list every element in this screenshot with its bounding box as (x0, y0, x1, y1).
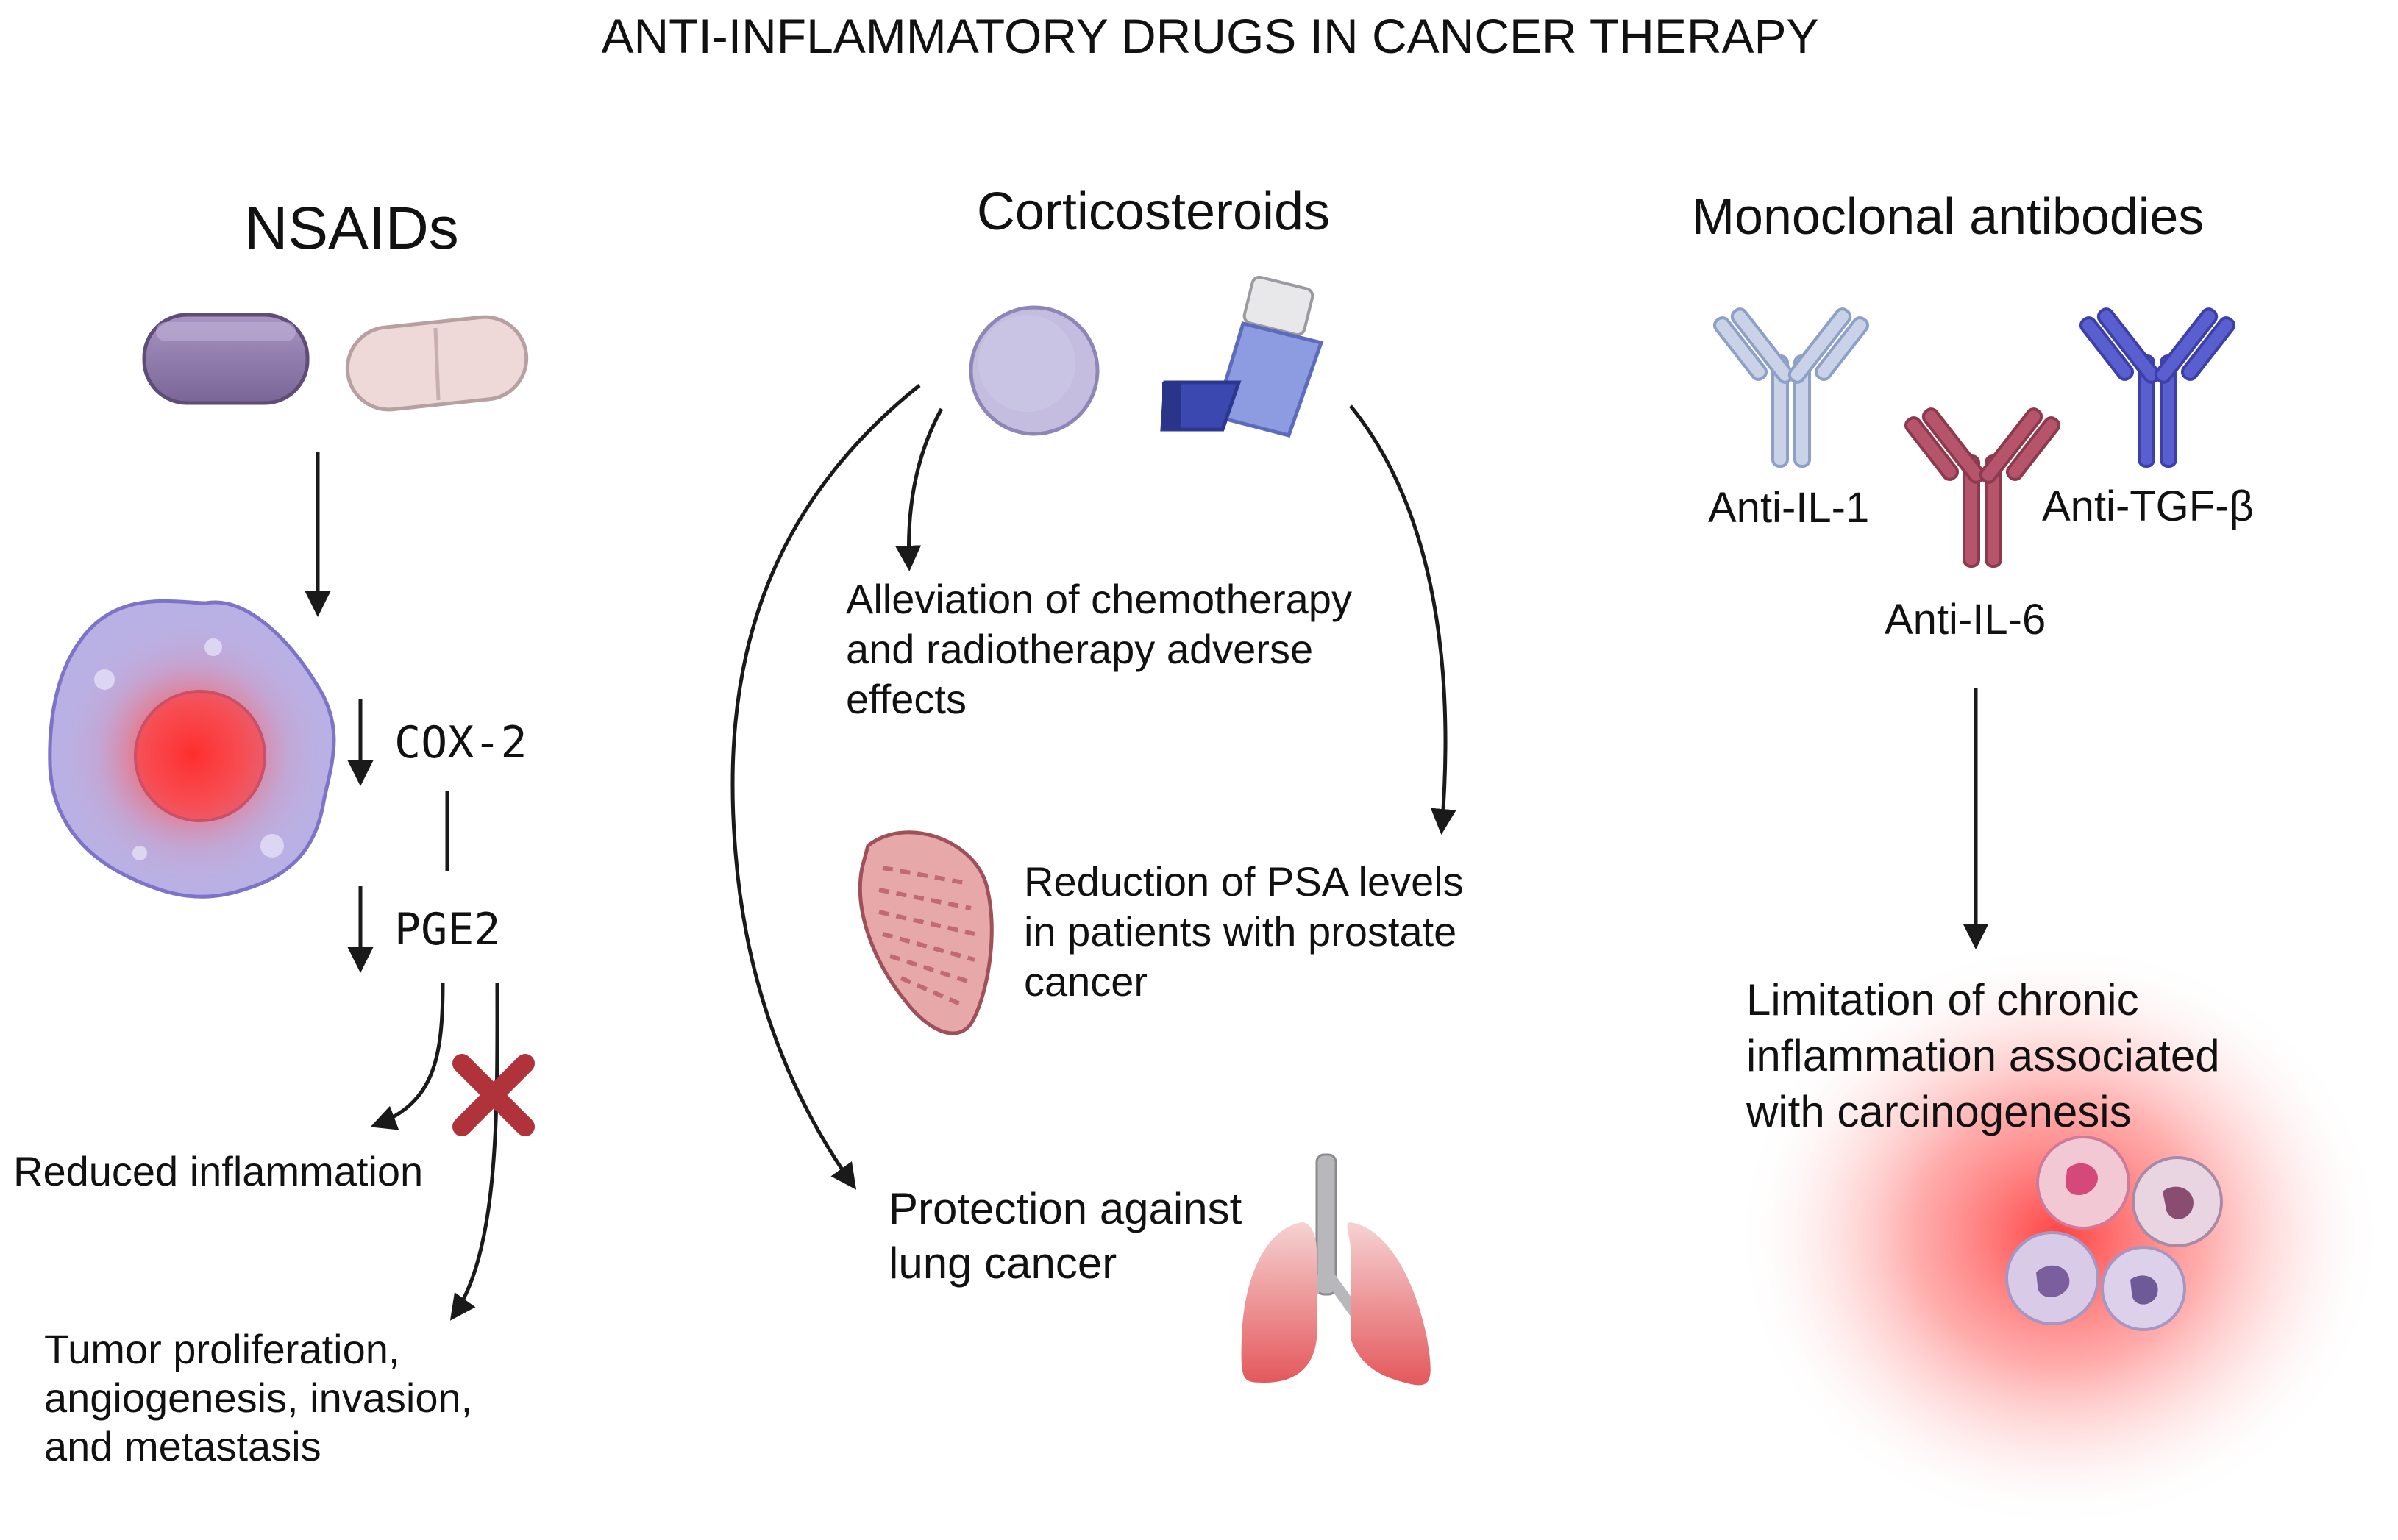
monoclonal-heading: Monoclonal antibodies (1692, 188, 2205, 245)
arrow-to-lung-cancer (730, 384, 921, 1190)
alleviation-line-3: effects (846, 676, 967, 722)
corticosteroids-heading: Corticosteroids (977, 182, 1330, 241)
psa-text: Reduction of PSA levels in patients with… (1024, 858, 1475, 1005)
alleviation-line-1: Alleviation of chemotherapy (846, 576, 1352, 622)
inhibition-x-icon (452, 1054, 535, 1136)
antibody-il1-icon (1712, 307, 1870, 468)
diagram-title: ANTI-INFLAMMATORY DRUGS IN CANCER THERAP… (601, 9, 1818, 63)
reduced-inflammation-label: Reduced inflammation (13, 1148, 423, 1194)
capsule-icon (142, 313, 310, 405)
alleviation-text: Alleviation of chemotherapy and radiothe… (846, 576, 1364, 722)
lung-line-1: Protection against (889, 1184, 1242, 1233)
arrow-to-alleviation (895, 407, 944, 571)
alleviation-line-2: and radiotherapy adverse (846, 626, 1313, 672)
limitation-text: Limitation of chronic inflammation assoc… (1746, 975, 2232, 1136)
psa-line-1: Reduction of PSA levels (1024, 858, 1464, 905)
psa-line-2: in patients with prostate (1024, 908, 1456, 955)
arrow-to-psa-reduction (1349, 404, 1456, 835)
psa-line-3: cancer (1024, 958, 1148, 1005)
nsaids-heading: NSAIDs (244, 195, 459, 262)
antibody-tgfb-icon (2079, 307, 2236, 468)
tumor-line-1: Tumor proliferation, (44, 1326, 399, 1372)
limitation-line-3: with carcinogenesis (1746, 1087, 2132, 1136)
anti-il6-label: Anti-IL-6 (1885, 596, 2046, 644)
prostate-icon (858, 830, 994, 1035)
limitation-line-2: inflammation associated (1746, 1031, 2220, 1080)
inflamed-cell-icon (48, 599, 336, 899)
arrow-to-reduced-inflammation (370, 982, 445, 1130)
lung-line-2: lung cancer (889, 1238, 1117, 1288)
cox2-label: COX-2 (394, 717, 527, 769)
round-tablet-icon (969, 305, 1100, 436)
arrow-to-tumor-proliferation (449, 982, 499, 1321)
antibody-il6-icon (1904, 407, 2061, 568)
lungs-icon (1241, 1153, 1431, 1386)
pge2-label: PGE2 (394, 904, 501, 955)
anti-tgfb-label: Anti-TGF-β (2042, 482, 2254, 530)
tumor-line-2: angiogenesis, invasion, (44, 1375, 472, 1421)
immune-cells-icon (2005, 1136, 2223, 1331)
tablet-icon (345, 315, 529, 412)
inhaler-icon (1160, 275, 1324, 438)
limitation-line-1: Limitation of chronic (1746, 975, 2139, 1024)
tumor-line-3: and metastasis (44, 1423, 321, 1469)
lung-cancer-text: Protection against lung cancer (889, 1184, 1254, 1288)
tumor-proliferation-text: Tumor proliferation, angiogenesis, invas… (44, 1326, 484, 1469)
anti-il1-label: Anti-IL-1 (1708, 484, 1869, 532)
